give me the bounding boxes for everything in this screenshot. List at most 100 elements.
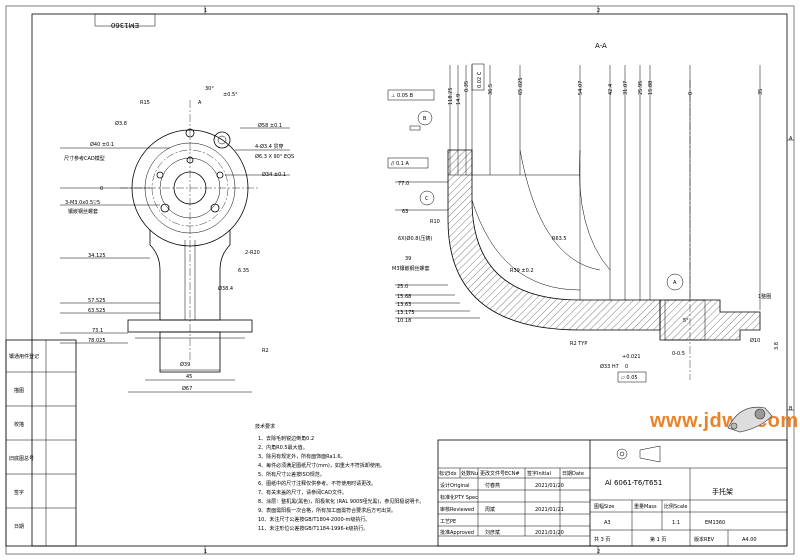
- tb-rev-label: 版本REV: [694, 536, 715, 543]
- tb-drawing-no: EM1360: [705, 520, 725, 526]
- top-dim-10: 0: [688, 92, 694, 95]
- side-row-4: 签字: [14, 489, 24, 496]
- side-table: 镶通用件登记 描图 校描 旧底图总号 签字 日期: [5, 339, 77, 547]
- dim-tol-neg: 0: [625, 364, 628, 370]
- dim-phi67: Ø67: [182, 385, 192, 392]
- dim-phi33: Ø33 H7: [600, 363, 619, 370]
- dim-thread-note: 镶嵌钢丝螺套: [68, 208, 98, 215]
- top-dim-2: 0.35: [464, 81, 470, 92]
- rotated-code-box: [94, 13, 156, 27]
- inner-border: [31, 13, 788, 547]
- note-line-7: 8、涂层：整机黑(黑色)，阳极氧化 (RAL 9005哑光黑)，参见阳极说明卡。: [258, 498, 424, 505]
- dim-phi38: Ø3.8: [115, 120, 127, 127]
- dim-note-cad: 尺寸参考CAD模型: [64, 155, 105, 162]
- top-dim-8: 25.95: [638, 81, 644, 95]
- zone-top-1: 1: [204, 8, 207, 14]
- top-dim-5: 54.07: [578, 81, 584, 95]
- zone-side-b: B: [789, 406, 793, 412]
- dim-0-05: 0-0.5: [672, 351, 685, 357]
- rotated-code: EM1360: [111, 21, 139, 29]
- top-dim-0: 118.25: [448, 88, 454, 106]
- gdt-par: // 0.1 A: [391, 161, 409, 167]
- gdt-flat-v: 0.02 C: [477, 71, 483, 88]
- dim-38: 3.8: [774, 342, 780, 350]
- tb-size-val: A3: [604, 520, 611, 526]
- left-y-3: 13.175: [397, 310, 415, 316]
- tb-scale-label: 比例Scale: [664, 503, 687, 510]
- note-line-4: 5、所有尺寸公差按ISO规范。: [258, 471, 325, 478]
- side-row-3: 旧底图总号: [9, 455, 34, 462]
- note-line-8: 9、表面需阳极一次合格，所有加工面需符合要求后方可出货。: [258, 507, 396, 514]
- dim-tol-pos: +0.021: [622, 354, 641, 360]
- note-line-5: 6、图纸中的尺寸注释仅供参考。不符使用时请更改。: [258, 480, 376, 487]
- gdt-perp: ⊥ 0.05 B: [391, 93, 414, 99]
- tech-notes: 技术要求 1、去除毛刺锐边倒角0.2 2、内角R0.5最大值。 3、除另有规定外…: [255, 423, 424, 532]
- dim-deg5: 5°: [683, 318, 689, 324]
- gdt-frame-flat-v: [471, 63, 485, 91]
- tb-total-sheets: 共 3 页: [594, 536, 610, 543]
- dim-thread-note2: M3镶嵌钢丝螺套: [392, 265, 430, 272]
- tb-name-0: 付春燕: [485, 482, 500, 489]
- dim-phi58: Ø58 ±0.1: [258, 122, 282, 129]
- dim-r635: R63.5: [552, 236, 567, 242]
- tb-spec: 标准化PTY Spec: [440, 494, 478, 501]
- dim-45: 45: [186, 374, 192, 380]
- dim-a-label: A: [198, 100, 202, 106]
- title-block: 标记Idx 处数Nu 更改文件号ECN# 签字Initial 日期Date 设计…: [437, 439, 788, 547]
- note-line-2: 3、除另有规定外，所有面饰面Ra1.6。: [258, 453, 346, 460]
- dim-phi39: Ø39: [180, 361, 190, 368]
- dim-phi40: Ø40 ±0.1: [90, 141, 114, 148]
- dim-r39: R39 ±0.2: [510, 268, 534, 274]
- dim-phi384: Ø38.4: [218, 285, 233, 292]
- outer-border: [5, 5, 795, 555]
- tb-date-0: 2021/01/20: [535, 483, 564, 489]
- tb-material: Al 6061-T6/T651: [605, 479, 662, 487]
- dim-r15: R15: [140, 100, 150, 106]
- notes-heading: 技术要求: [255, 423, 275, 430]
- top-dim-9: 15.88: [648, 81, 654, 95]
- datum-c: C: [425, 196, 429, 202]
- zone-side-a: A: [789, 136, 793, 142]
- dim-770: 77.0: [398, 181, 409, 187]
- tb-name-1: 周斌: [485, 506, 495, 513]
- tb-role-2: 工艺PE: [440, 519, 456, 525]
- left-y-1: 15.68: [397, 294, 411, 300]
- tb-role-1: 审核Reviewed: [440, 506, 474, 513]
- dim-angle-tol: ±0.5°: [223, 92, 238, 98]
- note-line-6: 7、有关未盖的尺寸，请参阅CAD文件。: [258, 489, 347, 496]
- top-dim-1: 14.9: [456, 94, 462, 105]
- tb-name-3: 刘彦斌: [485, 529, 500, 536]
- datum-b: B: [423, 116, 427, 122]
- tb-role-3: 批准Approved: [440, 529, 474, 536]
- dim-phi34: Ø34 ±0.1: [262, 171, 286, 178]
- dim-63: 63: [402, 209, 408, 215]
- section-title: A-A: [595, 42, 607, 50]
- dim-r20: 2-R20: [245, 250, 260, 256]
- dim-r10: R10: [430, 219, 440, 225]
- dim-6x-note: 6X(Ø0.8(压铸): [398, 235, 432, 242]
- tb-rev-val: A4.00: [742, 537, 757, 543]
- watermark-logo-icon: [727, 406, 773, 433]
- note-line-0: 1、去除毛刺锐边倒角0.2: [258, 435, 314, 442]
- section-view: A-A 118.25 14.9 0.35 36.5 65.025 54.07 4…: [387, 42, 780, 383]
- zone-bottom-2: 2: [597, 549, 600, 555]
- tb-head-0: 标记Idx: [439, 470, 457, 477]
- front-view: A R15 30° ±0.5° Ø3.8 Ø58 ±0.1 Ø40 ±0.1 尺…: [60, 86, 294, 393]
- tb-head-4: 日期Date: [562, 471, 584, 477]
- dim-angle30: 30°: [205, 86, 214, 92]
- gdt-frame-perp: [387, 89, 435, 101]
- dim-r2typ: R2 TYP: [570, 341, 587, 347]
- top-dim-3: 36.5: [488, 84, 494, 95]
- tb-date-1: 2021/01/21: [535, 507, 564, 513]
- top-dim-11: 35: [758, 89, 764, 95]
- tb-part-name: 手托架: [712, 487, 733, 496]
- flat-box: ▱ 0.05: [621, 375, 638, 381]
- dim-635: 6.35: [238, 268, 249, 274]
- note-line-3: 4、每件必须满足图纸尺寸(mm)，如重大不符拆卸使用。: [258, 462, 385, 469]
- tb-date-3: 2021/01/20: [535, 530, 564, 536]
- dim-phi10: Ø10: [750, 337, 760, 344]
- top-dim-6: 42.4: [608, 84, 614, 95]
- dim-34125: 34.125: [88, 253, 106, 259]
- tb-head-3: 签字Initial: [527, 470, 551, 477]
